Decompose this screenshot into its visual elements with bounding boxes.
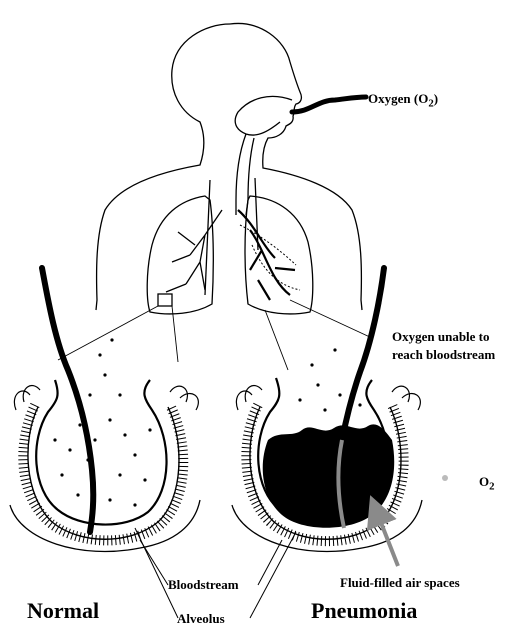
fluid-filled-label: Fluid-filled air spaces bbox=[340, 575, 460, 591]
o2-label: O2 bbox=[479, 474, 495, 493]
right-lung bbox=[238, 196, 313, 314]
oxygen-unable-line1: Oxygen unable to bbox=[392, 328, 495, 346]
oxygen-inflow-stream bbox=[292, 97, 366, 112]
o2-label-text: O bbox=[479, 474, 489, 489]
oxygen-label-text: Oxygen (O bbox=[368, 91, 428, 106]
o2-dot bbox=[442, 475, 448, 481]
o2-label-subscript: 2 bbox=[489, 481, 494, 493]
pneumonia-title: Pneumonia bbox=[311, 598, 417, 624]
fluid-arrow bbox=[376, 510, 398, 566]
human-figure bbox=[96, 23, 362, 310]
oxygen-unable-label: Oxygen unable to reach bloodstream bbox=[392, 328, 495, 364]
oxygen-label-close: ) bbox=[434, 91, 438, 106]
pneumonia-alveolus bbox=[232, 268, 422, 566]
normal-alveolus bbox=[10, 268, 200, 551]
zoom-connectors bbox=[58, 300, 372, 370]
alveolus-label: Alveolus bbox=[177, 611, 225, 627]
bloodstream-label: Bloodstream bbox=[168, 577, 239, 593]
oxygen-label: Oxygen (O2) bbox=[368, 91, 438, 110]
oxygen-unable-line2: reach bloodstream bbox=[392, 346, 495, 364]
fluid-fill bbox=[263, 424, 394, 527]
left-lung bbox=[147, 196, 222, 314]
normal-title: Normal bbox=[27, 598, 99, 624]
